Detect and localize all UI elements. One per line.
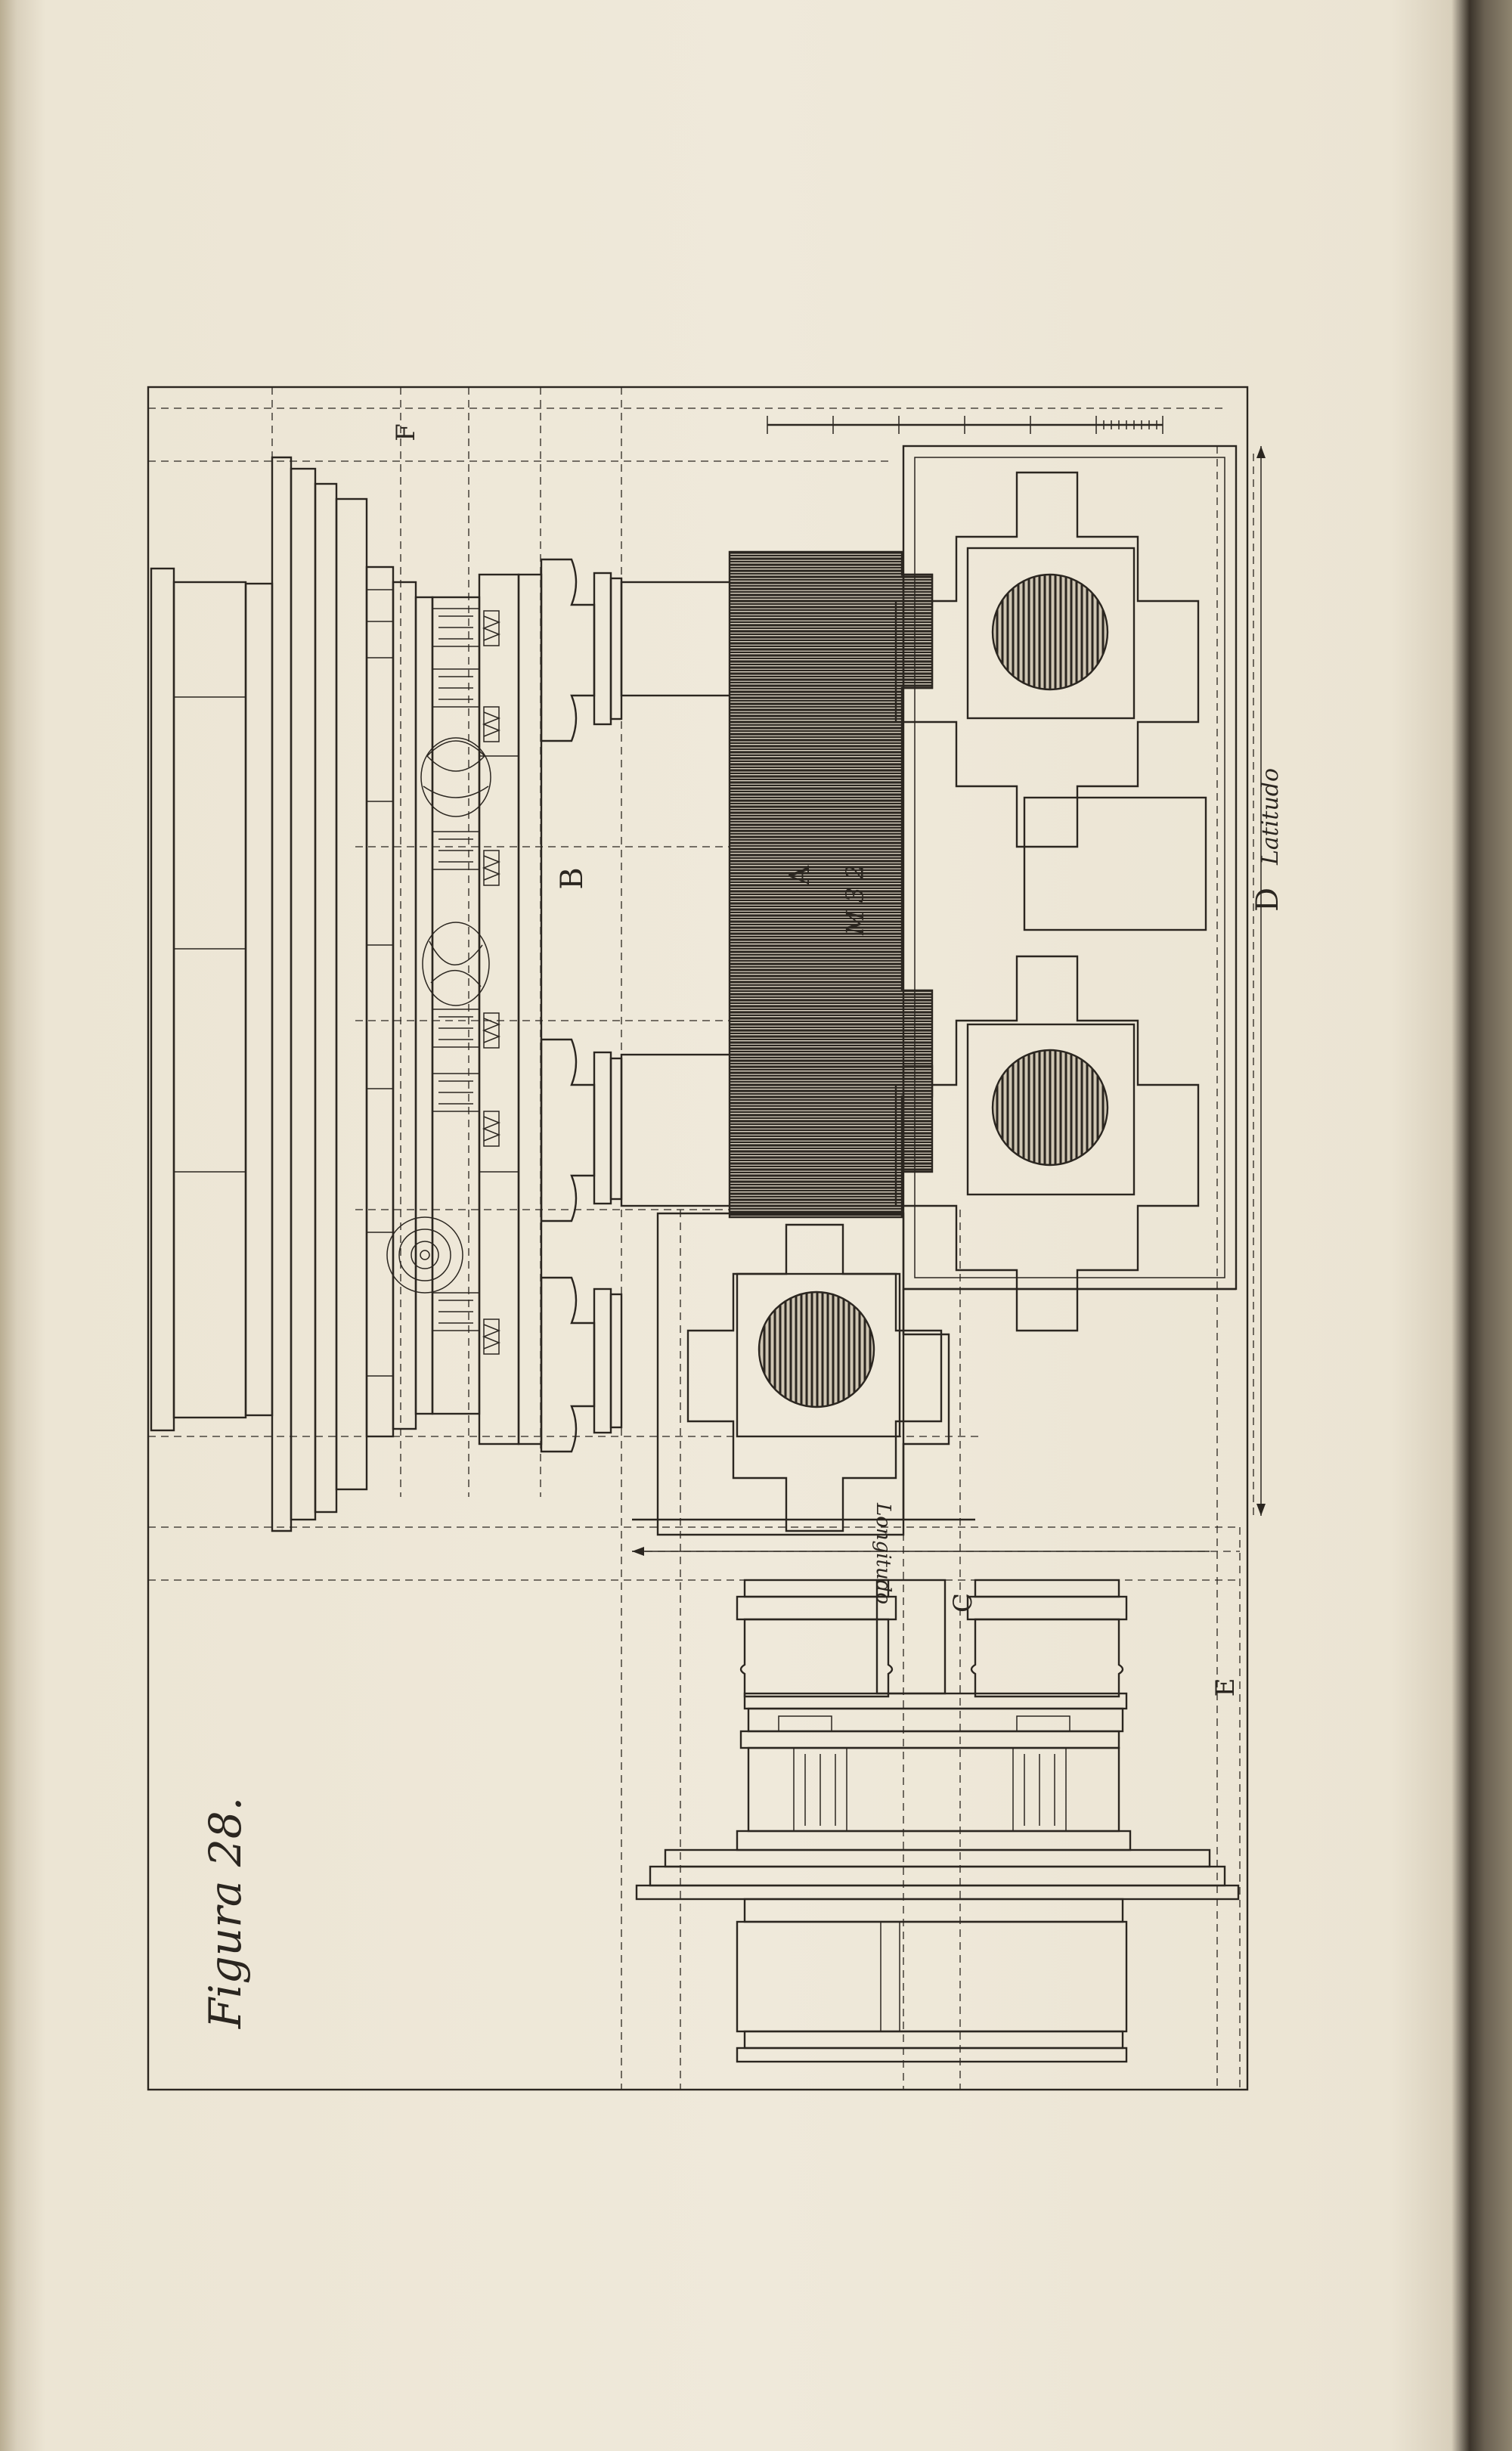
- entablature-elevation: [150, 456, 434, 1532]
- triglyphs: [432, 608, 480, 1331]
- label-F: F: [391, 423, 421, 442]
- cross-pier-upper: [894, 471, 1200, 848]
- plan-walls: [728, 550, 934, 1219]
- column-plan-lower: [758, 1291, 875, 1408]
- label-B: B: [555, 867, 590, 889]
- label-E: E: [1210, 1678, 1241, 1697]
- wall-mark: M 3 2: [841, 864, 869, 936]
- hatched-wall-A: [728, 550, 934, 1219]
- capitals-elevation: [540, 558, 733, 1453]
- plate-border: [147, 386, 1249, 2091]
- pedestal-elevation: [635, 1579, 1240, 2063]
- label-D: D: [1250, 888, 1285, 912]
- figure-caption: Figura 28.: [200, 1797, 251, 2029]
- cross-pier-lower: [686, 1223, 943, 1532]
- dimension-lines: [632, 446, 1266, 1556]
- guttae: [482, 610, 501, 1355]
- scale-bar: [767, 416, 1163, 434]
- plan-piers: [632, 445, 1238, 1536]
- figure-labels: F B A M 3 2 C D Latitudo E Longitudo Fig…: [200, 423, 1285, 2029]
- label-A: A: [785, 865, 816, 886]
- label-latitude: Latitudo: [1257, 768, 1284, 866]
- frieze: [386, 596, 491, 1415]
- column-plan-middle: [991, 1049, 1109, 1167]
- architrave: [478, 573, 543, 1446]
- label-longitude: Longitudo: [872, 1502, 894, 1604]
- column-plan-upper: [991, 573, 1109, 691]
- label-C: C: [948, 1593, 978, 1613]
- cross-pier-middle: [894, 955, 1200, 1332]
- metope-ornaments: [386, 737, 491, 1294]
